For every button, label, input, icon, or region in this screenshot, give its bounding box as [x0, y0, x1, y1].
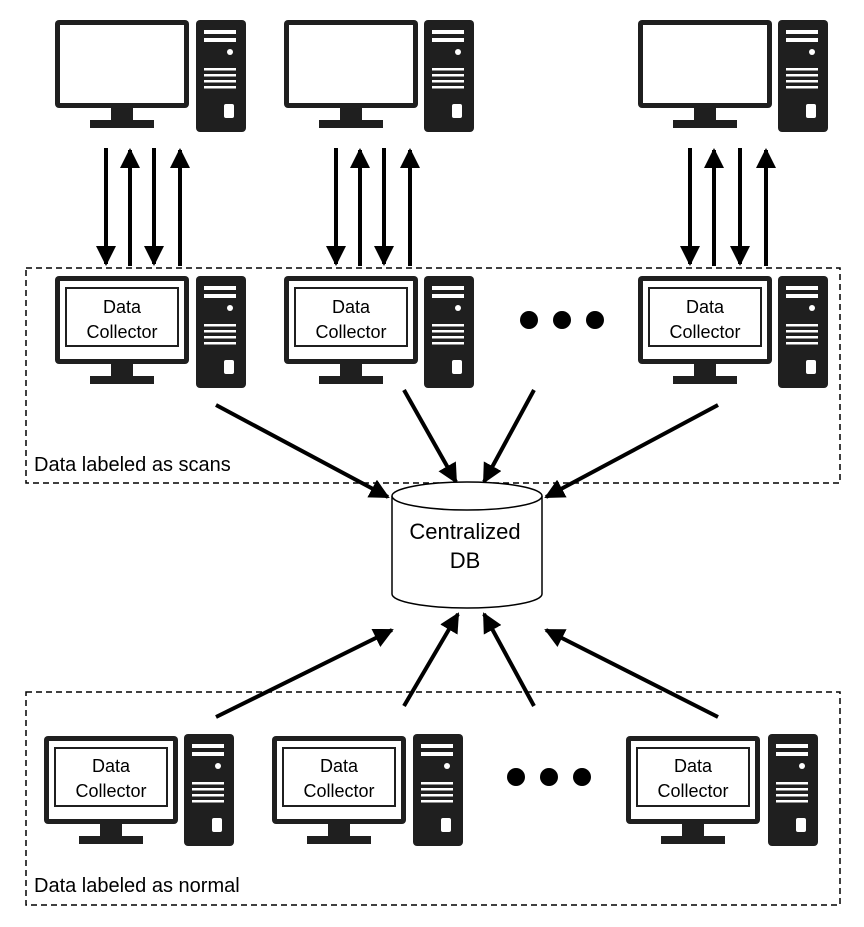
collector-label-line2: Collector	[669, 322, 740, 342]
computer-tower-icon	[196, 276, 246, 388]
data-collector-normal-3: Data Collector	[625, 734, 818, 846]
arrow	[402, 389, 458, 484]
arrow	[482, 389, 536, 484]
collector-label-line2: Collector	[75, 781, 146, 801]
computer-tower-icon	[413, 734, 463, 846]
computer-tower-icon	[768, 734, 818, 846]
database-cylinder-icon: Centralized DB	[391, 481, 543, 609]
collector-label-line1: Data	[686, 297, 725, 317]
collector-label-line2: Collector	[657, 781, 728, 801]
collector-label-line1: Data	[103, 297, 142, 317]
arrow	[402, 612, 460, 708]
computer-tower-icon	[424, 20, 474, 132]
computer-tower-icon	[424, 276, 474, 388]
arrow	[544, 403, 719, 499]
db-label-line2: DB	[450, 548, 481, 573]
arrows-normal-to-db	[215, 612, 719, 719]
collector-label-line1: Data	[674, 756, 713, 776]
collector-label-line1: Data	[332, 297, 371, 317]
collector-label-line1: Data	[92, 756, 131, 776]
arrow-bundle-2	[326, 148, 420, 266]
computer-tower-icon	[778, 20, 828, 132]
data-collector-scans-2: Data Collector	[283, 275, 474, 388]
collector-label-line2: Collector	[303, 781, 374, 801]
computer-tower-icon	[778, 276, 828, 388]
computer-tower-icon	[196, 20, 246, 132]
arrow	[215, 403, 390, 499]
monitor-icon	[638, 20, 772, 128]
data-collector-scans-1: Data Collector	[54, 275, 246, 388]
scans-group-label: Data labeled as scans	[34, 454, 231, 476]
db-label-line1: Centralized	[409, 519, 520, 544]
workstation-3	[638, 20, 828, 132]
data-collector-normal-1: Data Collector	[43, 734, 234, 846]
data-collector-scans-3: Data Collector	[637, 275, 828, 388]
normal-group-box	[25, 691, 841, 906]
ellipsis-icon	[520, 311, 604, 329]
computer-tower-icon	[184, 734, 234, 846]
collector-label-line2: Collector	[86, 322, 157, 342]
monitor-icon	[55, 20, 189, 128]
arrow	[544, 628, 719, 719]
data-collector-normal-2: Data Collector	[271, 734, 463, 846]
arrow	[482, 612, 536, 707]
workstation-2	[284, 20, 474, 132]
collector-label-line1: Data	[320, 756, 359, 776]
arrow-bundle-1	[96, 148, 190, 266]
arrow	[215, 628, 394, 719]
arrows-scans-to-db	[215, 389, 719, 499]
normal-group-label: Data labeled as normal	[34, 875, 240, 897]
monitor-icon	[284, 20, 418, 128]
collector-label-line2: Collector	[315, 322, 386, 342]
ellipsis-icon	[507, 768, 591, 786]
arrow-bundle-3	[680, 148, 776, 266]
workstation-1	[55, 20, 246, 132]
